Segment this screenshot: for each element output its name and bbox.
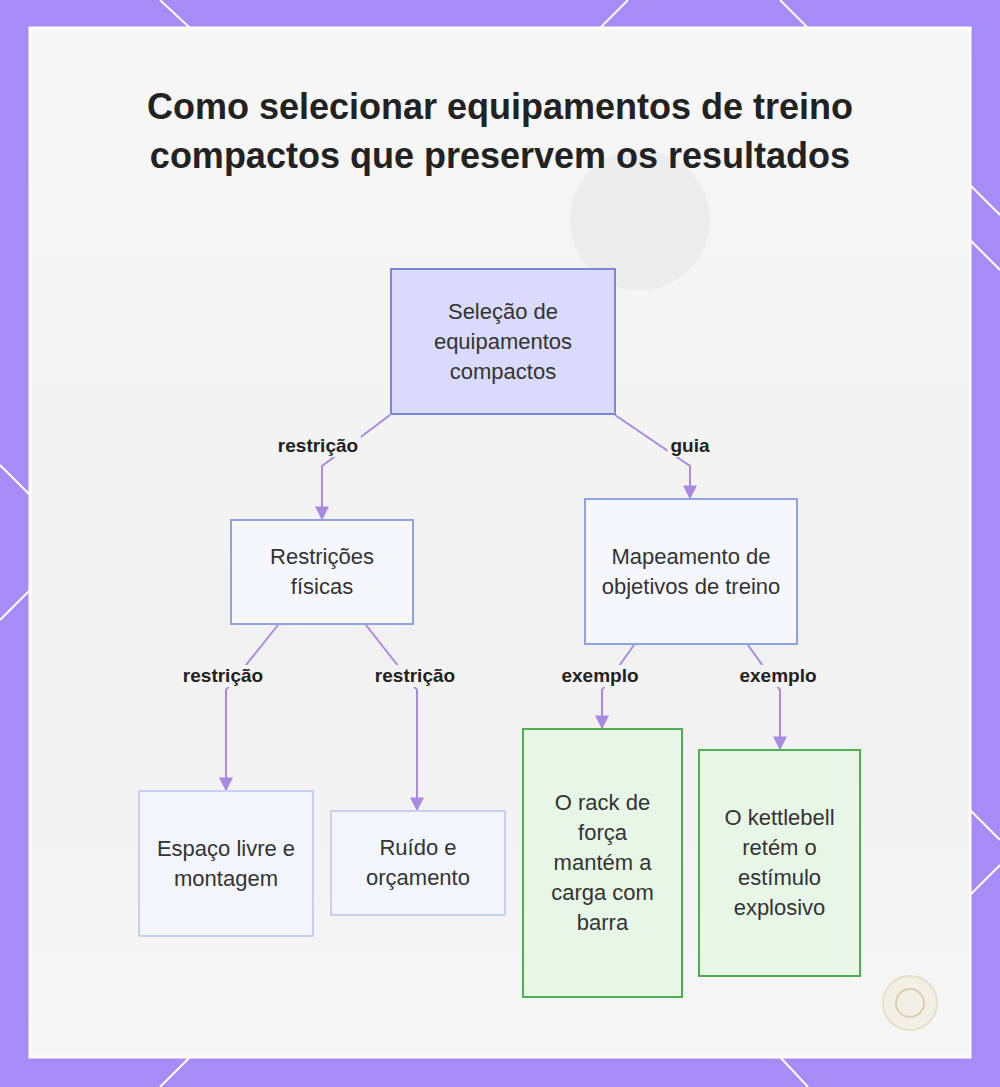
example-box: O kettlebell retém o estímulo explosivo xyxy=(698,749,861,977)
node-text: Ruído e orçamento xyxy=(346,833,490,893)
category-box: Restrições físicas xyxy=(230,519,414,625)
diagram-title: Como selecionar equipamentos de treino c… xyxy=(130,82,870,180)
panel-border xyxy=(30,28,970,1057)
content-panel xyxy=(30,28,970,1057)
edge-label: restrição xyxy=(275,435,361,457)
constraint-box: Ruído e orçamento xyxy=(330,810,506,916)
edge-label: guia xyxy=(667,435,712,457)
connector-arrow xyxy=(226,625,278,790)
connector-arrow xyxy=(748,645,780,749)
category-box: Mapeamento de objetivos de treino xyxy=(584,498,798,645)
node-text: Restrições físicas xyxy=(246,542,398,602)
root-box: Seleção de equipamentos compactos xyxy=(390,268,616,415)
node-text: O kettlebell retém o estímulo explosivo xyxy=(714,803,845,923)
node-text: Mapeamento de objetivos de treino xyxy=(600,542,782,602)
logo-badge xyxy=(883,976,937,1030)
edge-label: restrição xyxy=(372,665,458,687)
edge-label: exemplo xyxy=(558,665,641,687)
connector-arrow xyxy=(322,415,390,519)
edge-label: exemplo xyxy=(736,665,819,687)
example-box: O rack de força mantém a carga com barra xyxy=(522,728,683,998)
node-text: O rack de força mantém a carga com barra xyxy=(538,788,667,938)
node-text: Seleção de equipamentos compactos xyxy=(406,297,600,387)
connector-arrow xyxy=(366,625,417,810)
node-text: Espaço livre e montagem xyxy=(154,834,298,894)
edge-label: restrição xyxy=(180,665,266,687)
constraint-box: Espaço livre e montagem xyxy=(138,790,314,937)
